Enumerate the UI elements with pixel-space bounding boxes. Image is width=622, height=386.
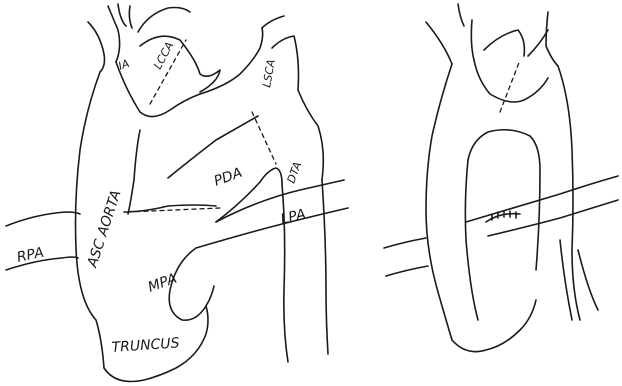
r-rpa-upper bbox=[384, 238, 426, 248]
ia-top-notch bbox=[118, 4, 132, 28]
innominate-artery-outline bbox=[88, 6, 120, 72]
r-lsca bbox=[528, 12, 558, 66]
r-pa-conduit-lower bbox=[488, 200, 618, 236]
lcca-outline bbox=[138, 8, 220, 93]
lsca-dashed-line bbox=[252, 112, 276, 164]
r-rpa-lower bbox=[386, 266, 428, 276]
r-pa-conduit-upper bbox=[466, 176, 618, 222]
r-dashed-line bbox=[500, 60, 520, 112]
label-rpa: RPA bbox=[16, 245, 46, 266]
r-aorta-left bbox=[426, 64, 452, 340]
rpa-upper-wall bbox=[6, 212, 80, 226]
label-mpa: MPA bbox=[146, 271, 179, 296]
arch-to-descending bbox=[200, 28, 263, 94]
label-lsca: LSCA bbox=[260, 58, 278, 88]
aortic-arch-inner bbox=[128, 130, 140, 214]
right-panel-repair-diagram bbox=[384, 4, 618, 352]
r-arch-inner bbox=[468, 130, 540, 270]
r-root-base bbox=[452, 300, 536, 352]
r-lcca bbox=[484, 30, 524, 56]
label-dta: DTA bbox=[285, 160, 305, 185]
r-ascending-inner bbox=[465, 160, 478, 320]
r-suture-line bbox=[486, 211, 520, 222]
r-aorta-top bbox=[474, 60, 548, 102]
r-innominate bbox=[426, 4, 474, 64]
label-truncus: TRUNCUS bbox=[111, 335, 180, 356]
label-lcca: LCCA bbox=[151, 40, 176, 72]
r-descending-inner bbox=[560, 240, 598, 320]
left-panel-truncus-diagram bbox=[6, 4, 348, 382]
label-pda: PDA bbox=[212, 165, 245, 190]
pda-upper-wall bbox=[168, 116, 258, 178]
label-asc-aorta: ASC AORTA bbox=[84, 188, 124, 270]
descending-aorta-right bbox=[322, 180, 328, 354]
